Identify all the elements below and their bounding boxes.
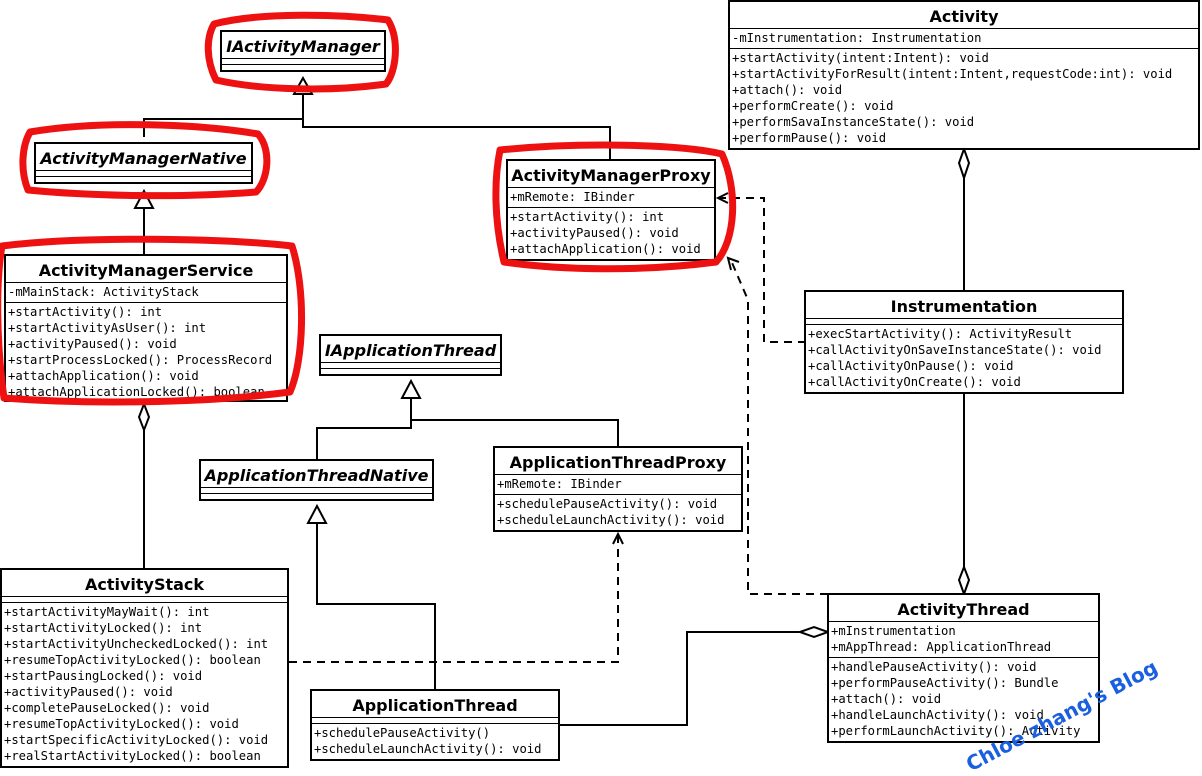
operations: +handlePauseActivity(): void +performPau…	[829, 657, 1098, 741]
class-activity: Activity -mInstrumentation: Instrumentat…	[728, 0, 1200, 150]
dependency-stack-atp	[289, 534, 619, 663]
triangle-iat	[400, 378, 422, 399]
generalization-atp-iat	[410, 398, 619, 447]
diamond-activity	[957, 146, 971, 182]
class-activitymanagerservice: ActivityManagerService -mMainStack: Acti…	[4, 254, 288, 402]
generalization-amn-iam	[143, 94, 304, 137]
operations: +startActivity(intent:Intent): void +sta…	[730, 48, 1198, 148]
dependency-athread-amp	[729, 257, 828, 595]
triangle-amn	[133, 188, 155, 209]
class-name: ActivityStack	[84, 575, 205, 594]
class-name: ActivityManagerProxy	[511, 166, 711, 185]
generalization-at-atn	[316, 523, 436, 689]
dependency-inst-amp	[720, 197, 806, 343]
diamond-ams	[137, 401, 151, 433]
class-name: ApplicationThread	[352, 696, 518, 715]
attributes: +mInstrumentation +mAppThread: Applicati…	[829, 621, 1098, 657]
class-applicationthreadproxy: ApplicationThreadProxy +mRemote: IBinder…	[493, 446, 743, 532]
class-applicationthreadnative: ApplicationThreadNative	[199, 459, 434, 501]
operations: +startActivity(): int +startActivityAsUs…	[6, 302, 286, 402]
generalization-amp-iam	[302, 94, 611, 159]
association-at-athread	[559, 631, 800, 726]
class-applicationthread: ApplicationThread +schedulePauseActivity…	[310, 689, 560, 761]
class-instrumentation: Instrumentation +execStartActivity(): Ac…	[804, 290, 1124, 394]
operations: +startActivityMayWait(): int +startActiv…	[2, 602, 287, 766]
attributes: +mRemote: IBinder	[508, 187, 714, 207]
operations: +execStartActivity(): ActivityResult +ca…	[806, 324, 1122, 392]
class-name: IActivityManager	[226, 37, 380, 56]
triangle-iam	[292, 75, 314, 95]
class-name: ApplicationThreadProxy	[509, 453, 727, 472]
class-activitythread: ActivityThread +mInstrumentation +mAppTh…	[827, 593, 1100, 743]
attributes: -mInstrumentation: Instrumentation	[730, 28, 1198, 48]
class-activitystack: ActivityStack +startActivityMayWait(): i…	[0, 568, 289, 768]
triangle-atn	[306, 503, 328, 524]
operations: +schedulePauseActivity(): void +schedule…	[495, 494, 741, 530]
generalization-atn-iat	[316, 398, 412, 460]
class-name: ActivityManagerNative	[40, 149, 247, 168]
class-name: Instrumentation	[890, 297, 1038, 316]
operations: +schedulePauseActivity() +scheduleLaunch…	[312, 723, 558, 759]
diamond-athread-left	[797, 625, 831, 639]
class-name: Activity	[929, 7, 999, 26]
class-activitymanagernative: ActivityManagerNative	[34, 142, 253, 184]
operations: +startActivity(): int +activityPaused():…	[508, 207, 714, 259]
class-name: IApplicationThread	[324, 341, 497, 360]
class-name: ActivityManagerService	[38, 261, 254, 280]
diamond-athread-top	[957, 564, 971, 597]
class-iapplicationthread: IApplicationThread	[319, 334, 502, 376]
class-name: ApplicationThreadNative	[204, 466, 429, 485]
class-iactivitymanager: IActivityManager	[220, 30, 386, 72]
arrowhead-stack-atp	[612, 531, 624, 545]
attributes: -mMainStack: ActivityStack	[6, 282, 286, 302]
class-name: ActivityThread	[897, 600, 1030, 619]
class-activitymanagerproxy: ActivityManagerProxy +mRemote: IBinder +…	[506, 159, 716, 261]
attributes: +mRemote: IBinder	[495, 474, 741, 494]
